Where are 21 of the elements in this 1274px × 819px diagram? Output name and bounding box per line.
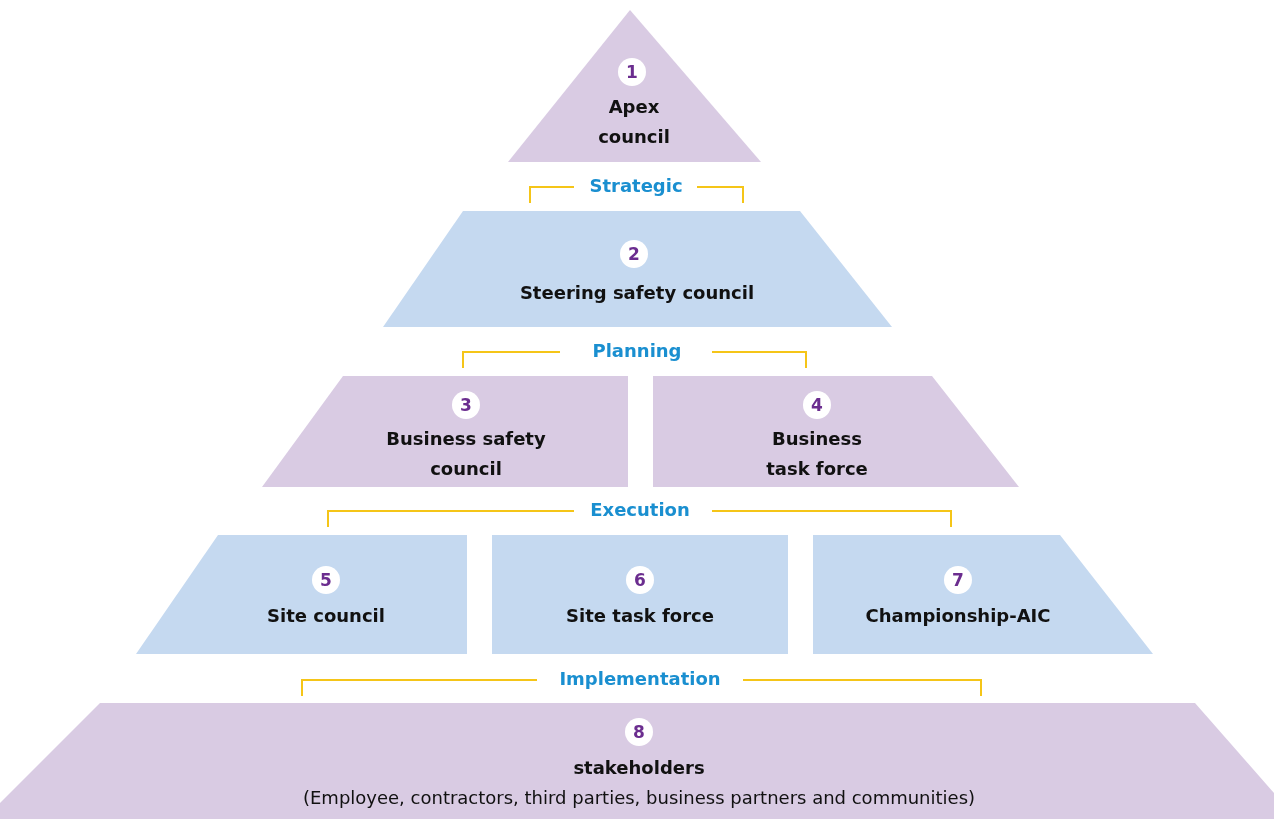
tier-description: (Employee, contractors, third parties, business partners and communities): [302, 786, 976, 810]
pyramid-tier: [136, 535, 467, 654]
pyramid-tier: [0, 703, 1274, 819]
level-label: Execution: [590, 499, 690, 520]
tier-title: Site council: [267, 604, 385, 628]
pyramid-tier: [653, 376, 1019, 487]
pyramid-tier: [508, 10, 761, 162]
tier-title: stakeholders: [573, 756, 705, 780]
tier-title: Business safety council: [385, 427, 547, 481]
tier-title: Site task force: [566, 604, 714, 628]
level-label: Strategic: [589, 175, 683, 196]
tier-title: Steering safety council: [519, 281, 755, 305]
tier-title: Championship-AIC: [865, 604, 1051, 628]
pyramid-tier: [492, 535, 788, 654]
level-label: Planning: [592, 340, 682, 361]
level-label: Implementation: [559, 668, 721, 689]
pyramid-tier: [262, 376, 628, 487]
tier-title: Business task force: [765, 427, 869, 481]
pyramid-tier: [813, 535, 1153, 654]
tier-title: Apex council: [597, 95, 671, 149]
pyramid-tier: [383, 211, 892, 327]
